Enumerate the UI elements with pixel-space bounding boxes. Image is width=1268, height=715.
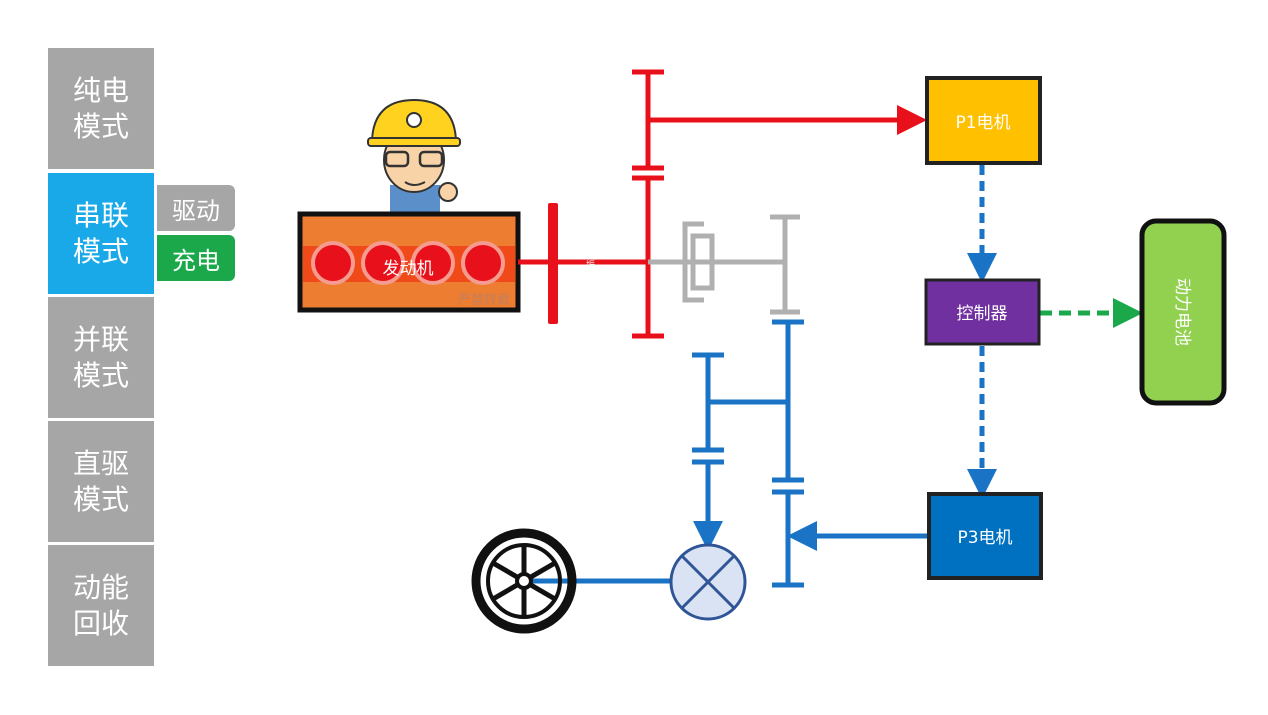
sub-item-drive[interactable]: 驱动: [157, 185, 235, 231]
watermark: 严禁转载: [458, 293, 510, 308]
sub-item-charge[interactable]: 充电: [157, 235, 235, 281]
svg-text:P1电机: P1电机: [955, 113, 1010, 133]
svg-text:动力电池: 动力电池: [1172, 278, 1192, 346]
svg-text:P3电机: P3电机: [957, 528, 1012, 548]
mascot-icon: [367, 98, 461, 215]
p1-motor: P1电机: [925, 76, 1042, 165]
torsional-damper: [548, 203, 558, 324]
sidebar-item-series[interactable]: 串联 模式: [48, 173, 154, 294]
engine: 发动机 严禁转载: [297, 211, 521, 313]
differential: [669, 543, 747, 621]
drive-power-path: [524, 165, 997, 588]
wheel-icon: [471, 528, 577, 634]
sidebar-item-parallel[interactable]: 并联 模式: [48, 297, 154, 418]
controller: 控制器: [924, 278, 1041, 346]
engine-power-path: [518, 69, 927, 339]
svg-text:控制器: 控制器: [957, 304, 1008, 324]
p3-motor: P3电机: [927, 492, 1043, 580]
sidebar-item-regen[interactable]: 动能 回收: [48, 545, 154, 666]
battery: 动力电池: [1139, 218, 1227, 406]
sidebar-item-direct-drive[interactable]: 直驱 模式: [48, 421, 154, 542]
idle-path: [648, 214, 800, 315]
engine-label: 发动机: [383, 259, 434, 279]
sidebar-item-pure-electric[interactable]: 纯电 模式: [48, 48, 154, 169]
